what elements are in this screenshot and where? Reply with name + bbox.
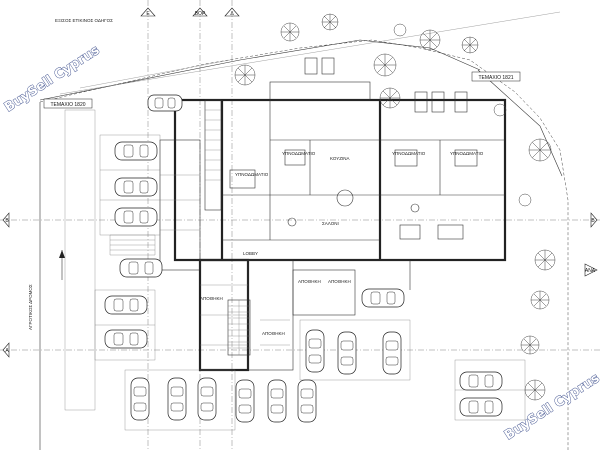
room-label-storage-4: ΑΠΟΘΗΚΗ bbox=[262, 331, 285, 336]
parked-car bbox=[167, 377, 187, 421]
building-walls bbox=[159, 81, 507, 372]
parked-car bbox=[197, 377, 217, 421]
furniture bbox=[229, 57, 478, 240]
side-label-top-road: ΕΞΙΣΟΣ ΕΤΙΚΙΝΟΣ ΟΔΗΓΟΣ bbox=[55, 18, 113, 23]
plot-boundary bbox=[39, 11, 569, 450]
palm-tree-icon bbox=[280, 22, 300, 42]
parked-car bbox=[305, 329, 325, 373]
grid-marker-label: BOP bbox=[195, 11, 206, 17]
room-label-storage-3: ΑΠΟΘΗΚΗ bbox=[200, 296, 223, 301]
grid-marker-right-ana: ANA bbox=[584, 263, 598, 277]
plot-label-right: ΤΕΜΑΧΙΟ 1821 bbox=[471, 71, 521, 82]
palm-tree-icon bbox=[534, 249, 556, 271]
room-label-living-room: ΣΑΛΟΝΙ bbox=[322, 221, 339, 226]
plot-label-left: ΤΕΜΑΧΙΟ 1820 bbox=[43, 98, 93, 109]
watermark-bottom-right: BuySell Cyprus bbox=[502, 371, 600, 444]
parked-car bbox=[114, 141, 158, 161]
parked-car bbox=[119, 258, 163, 278]
grid-marker-label: E bbox=[146, 11, 150, 17]
palm-tree-icon bbox=[379, 87, 401, 109]
palm-tree-icon bbox=[461, 36, 479, 54]
parked-car bbox=[235, 379, 255, 423]
parked-car bbox=[104, 329, 148, 349]
trees bbox=[234, 13, 556, 401]
grid-marker-top-delta: Δ bbox=[224, 7, 240, 17]
palm-tree-icon bbox=[524, 379, 546, 401]
grid-marker-label: B bbox=[5, 218, 9, 224]
palm-tree-icon bbox=[234, 64, 256, 86]
parked-car bbox=[104, 295, 148, 315]
grid-marker-label: B bbox=[591, 218, 595, 224]
side-label-road: ΑΓΡΟΤΙΚΟΣ ΔΡΟΜΟΣ bbox=[28, 284, 33, 330]
grid-marker-left-b: B bbox=[2, 212, 9, 228]
parked-car bbox=[382, 331, 402, 375]
parking-bays bbox=[59, 109, 526, 431]
grid-marker-right-b: B bbox=[590, 212, 598, 228]
tree-icon bbox=[493, 103, 507, 117]
grid-marker-top-bop: BOP bbox=[192, 7, 208, 17]
parked-car bbox=[337, 331, 357, 375]
room-label-bedroom-2: ΥΠΝΟΔΩΜΑΤΙΟ bbox=[282, 151, 316, 156]
grid-marker-label: ANA bbox=[585, 268, 596, 274]
grid-marker-top-e: E bbox=[140, 7, 156, 17]
parked-car bbox=[114, 207, 158, 227]
parked-car bbox=[459, 371, 503, 391]
parked-car bbox=[114, 177, 158, 197]
room-label-storage-2: ΑΠΟΘΗΚΗ bbox=[328, 279, 351, 284]
palm-tree-icon bbox=[530, 290, 550, 310]
room-label-storage-1: ΑΠΟΘΗΚΗ bbox=[298, 279, 321, 284]
parked-car bbox=[267, 379, 287, 423]
svg-text:ΤΕΜΑΧΙΟ 1820: ΤΕΜΑΧΙΟ 1820 bbox=[50, 102, 85, 108]
svg-text:ΤΕΜΑΧΙΟ 1821: ΤΕΜΑΧΙΟ 1821 bbox=[478, 75, 513, 81]
staircase bbox=[204, 99, 251, 356]
palm-tree-icon bbox=[419, 29, 441, 51]
grid-marker-label: A bbox=[5, 348, 9, 354]
parked-car bbox=[297, 379, 317, 423]
grid-marker-label: Δ bbox=[230, 11, 234, 17]
tree-icon bbox=[518, 193, 532, 207]
room-label-bedroom-4: ΥΠΝΟΔΩΜΑΤΙΟ bbox=[450, 151, 484, 156]
palm-tree-icon bbox=[373, 53, 397, 77]
room-label-lobby: LOBBY bbox=[243, 251, 258, 256]
room-label-bedroom-1: ΥΠΝΟΔΩΜΑΤΙΟ bbox=[235, 172, 269, 177]
room-label-kitchen: ΚΟΥΖΙΝΑ bbox=[330, 156, 349, 161]
palm-tree-icon bbox=[321, 13, 339, 31]
parked-car bbox=[147, 94, 183, 112]
parked-car bbox=[361, 288, 405, 308]
grid-marker-left-a: A bbox=[2, 342, 9, 358]
tree-icon bbox=[393, 23, 407, 37]
palm-tree-icon bbox=[520, 335, 540, 355]
parked-car bbox=[130, 377, 150, 421]
room-label-bedroom-3: ΥΠΝΟΔΩΜΑΤΙΟ bbox=[392, 151, 426, 156]
palm-tree-icon bbox=[528, 138, 552, 162]
parked-car bbox=[459, 397, 503, 417]
